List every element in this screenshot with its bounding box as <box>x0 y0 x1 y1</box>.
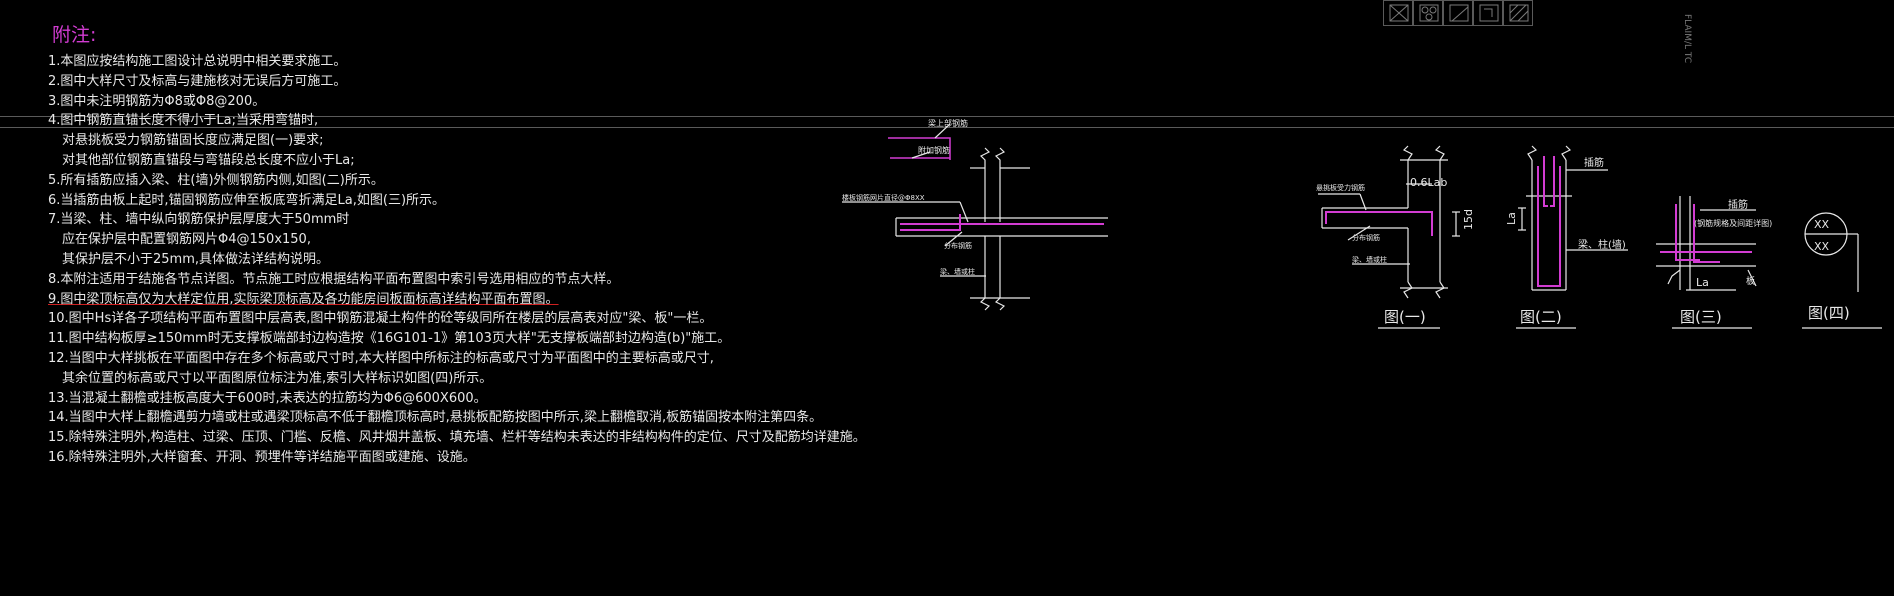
figure-1[interactable]: 悬挑板受力钢筋 0.6Lab 15d 分布钢筋 梁、墙或柱 图(一) <box>1316 145 1475 329</box>
hatch-step-icon <box>1479 4 1499 22</box>
note-line: 对悬挑板受力钢筋锚固长度应满足图(一)要求; <box>62 133 324 149</box>
hatch-step-button[interactable] <box>1473 0 1503 26</box>
fig2-caption: 图(二) <box>1520 308 1562 326</box>
node-top-bar-label: 梁上部钢筋 <box>928 118 968 128</box>
note-line: 16.除特殊注明外,大样窗套、开洞、预埋件等详结施平面图或建施、设施。 <box>48 449 476 465</box>
fig3-insert-note-label: (钢筋规格及间距详图) <box>1694 218 1772 228</box>
fig3-insert-label: 插筋 <box>1728 198 1748 211</box>
note-line: 1.本图应按结构施工图设计总说明中相关要求施工。 <box>48 54 347 69</box>
node-anchor-bar-label: 附加钢筋 <box>918 145 950 155</box>
node-beam-label: 梁、墙或柱 <box>940 267 975 276</box>
note-line: 12.当图中大样挑板在平面图中存在多个标高或尺寸时,本大样图中所标注的标高或尺寸… <box>48 350 714 366</box>
fig1-dim-side-label: 15d <box>1462 209 1475 230</box>
fig4-mark-bottom-label: XX <box>1814 240 1830 253</box>
guide-line-upper <box>0 116 1894 117</box>
fig1-dim-top-label: 0.6Lab <box>1410 176 1447 189</box>
figure-3[interactable]: 插筋 (钢筋规格及间距详图) La 板 图(三) <box>1656 196 1772 329</box>
note-line: 15.除特殊注明外,构造柱、过梁、压顶、门槛、反檐、风井烟井盖板、填充墙、栏杆等… <box>48 430 866 446</box>
fig2-la-label: La <box>1505 212 1518 225</box>
figure-2[interactable]: 插筋 La 梁、柱(墙) 图(二) <box>1505 145 1628 329</box>
fig2-insert-label: 插筋 <box>1584 156 1604 169</box>
node-side-note-label: 楼板钢筋网片直径@Φ8XX <box>842 193 925 202</box>
fig1-beam-label: 梁、墙或柱 <box>1352 255 1387 264</box>
note-line: 4.图中钢筋直锚长度不得小于La;当采用弯锚时, <box>48 113 319 129</box>
side-vertical-text: FLAIM/L TC <box>1682 14 1692 64</box>
note-line: 3.图中未注明钢筋为Φ8或Φ8@200。 <box>48 93 266 109</box>
note-line: 11.图中结构板厚≥150mm时无支撑板端部封边构造按《16G101-1》第10… <box>48 331 731 347</box>
hatch-diagonal-icon <box>1449 4 1469 22</box>
fig4-caption: 图(四) <box>1808 304 1850 322</box>
note-line: 其余位置的标高或尺寸以平面图原位标注为准,索引大样标识如图(四)所示。 <box>62 370 493 386</box>
figure-4[interactable]: XX XX 图(四) <box>1802 212 1882 329</box>
note-line: 对其他部位钢筋直锚段与弯锚段总长度不应小于La; <box>62 152 355 168</box>
hatch-lines-button[interactable] <box>1503 0 1533 26</box>
hatch-cross-button[interactable] <box>1383 0 1413 26</box>
fig4-mark-top-label: XX <box>1814 218 1830 231</box>
fig3-caption: 图(三) <box>1680 308 1722 326</box>
note-line: 5.所有插筋应插入梁、柱(墙)外侧钢筋内侧,如图(二)所示。 <box>48 172 384 188</box>
note-line: 13.当混凝土翻檐或挂板高度大于600时,未表达的拉筋均为Φ6@600X600。 <box>48 390 487 406</box>
note-line: 10.图中Hs详各子项结构平面布置图中层高表,图中钢筋混凝土构件的砼等级同所在楼… <box>48 311 713 327</box>
fig1-caption: 图(一) <box>1384 308 1426 326</box>
note-line: 14.当图中大样上翻檐遇剪力墙或柱或遇梁顶标高不低于翻檐顶标高时,悬挑板配筋按图… <box>48 410 823 426</box>
notes-list: 1.本图应按结构施工图设计总说明中相关要求施工。 2.图中大样尺寸及标高与建施核对… <box>48 52 866 468</box>
fig2-beam-label: 梁、柱(墙) <box>1578 238 1626 251</box>
fig1-cantilever-label: 悬挑板受力钢筋 <box>1316 183 1365 192</box>
fig1-dist-label: 分布钢筋 <box>1352 233 1380 242</box>
note-line: 9.图中梁顶标高仅为大样定位用,实际梁顶标高及各功能房间板面标高详结构平面布置图… <box>48 291 559 307</box>
note-line: 8.本附注适用于结施各节点详图。节点施工时应根据结构平面布置图中索引号选用相应的… <box>48 271 620 287</box>
note-line: 7.当梁、柱、墙中纵向钢筋保护层厚度大于50mm时 <box>48 212 350 228</box>
note-line: 应在保护层中配置钢筋网片Φ4@150x150, <box>62 232 311 248</box>
notes-title: 附注: <box>52 24 97 46</box>
fig3-slab-label: 板 <box>1746 275 1755 287</box>
node-detail[interactable]: 梁上部钢筋 附加钢筋 楼板钢筋网片直径@Φ8XX 分布钢筋 梁、墙或柱 <box>842 118 1108 311</box>
note-line: 6.当插筋由板上起时,锚固钢筋应伸至板底弯折满足La,如图(三)所示。 <box>48 192 446 208</box>
hatch-cross-icon <box>1389 4 1409 22</box>
note-line: 2.图中大样尺寸及标高与建施核对无误后方可施工。 <box>48 73 347 89</box>
hatch-diagonal-button[interactable] <box>1443 0 1473 26</box>
node-dist-bar-label: 分布钢筋 <box>944 241 972 250</box>
hatch-gravel-button[interactable] <box>1413 0 1443 26</box>
hatch-gravel-icon <box>1419 4 1439 22</box>
hatch-lines-icon <box>1509 4 1529 22</box>
note-line: 其保护层不小于25mm,具体做法详结构说明。 <box>62 251 330 267</box>
fig3-la-label: La <box>1696 276 1709 289</box>
